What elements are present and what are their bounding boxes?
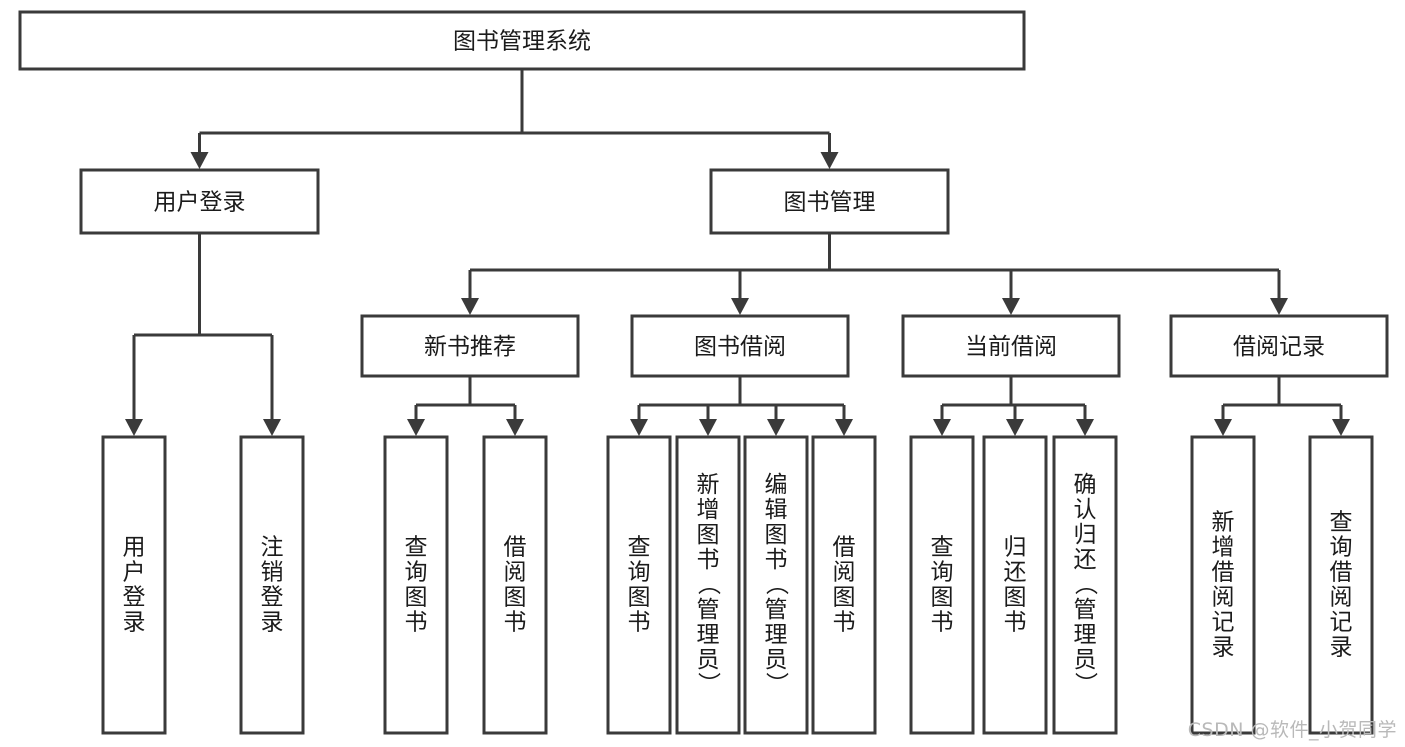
node-label: 借阅图书	[833, 535, 856, 636]
node-box	[18, 10, 1026, 71]
csdn-watermark: CSDN @软件_小贺同学	[1187, 719, 1397, 741]
node-label: 图书借阅	[694, 334, 786, 360]
node-leaf-logout[interactable]: 注销登录	[239, 435, 305, 735]
node-label: 查询图书	[628, 535, 651, 636]
arrowhead-icon	[820, 152, 839, 169]
node-records[interactable]: 借阅记录	[1169, 314, 1389, 378]
node-leaf-return-book[interactable]: 归还图书	[982, 435, 1048, 735]
node-label: 确认归还（管理员）	[1074, 472, 1099, 698]
node-root[interactable]: 图书管理系统	[18, 10, 1026, 71]
node-label: 注销登录	[261, 535, 284, 636]
node-box	[1190, 435, 1256, 735]
node-box	[743, 435, 809, 735]
node-box	[79, 168, 320, 235]
arrowhead-icon	[263, 419, 281, 436]
arrowhead-icon	[190, 152, 209, 169]
arrowhead-icon	[407, 419, 425, 436]
arrowhead-icon	[1214, 419, 1232, 436]
node-box	[239, 435, 305, 735]
node-label: 新增借阅记录	[1212, 510, 1235, 661]
node-label: 新增图书（管理员）	[697, 472, 722, 698]
node-leaf-query-book-3[interactable]: 查询图书	[909, 435, 975, 735]
node-leaf-query-book-2[interactable]: 查询图书	[606, 435, 672, 735]
node-leaf-user-login[interactable]: 用户登录	[101, 435, 167, 735]
node-box	[101, 435, 167, 735]
arrowhead-icon	[1002, 298, 1020, 315]
node-label: 用户登录	[154, 190, 246, 216]
node-box	[482, 435, 548, 735]
node-label: 图书管理系统	[453, 29, 591, 55]
node-leaf-confirm-return[interactable]: 确认归还（管理员）	[1052, 435, 1118, 735]
node-leaf-borrow-book-2[interactable]: 借阅图书	[811, 435, 877, 735]
node-leaf-borrow-book-1[interactable]: 借阅图书	[482, 435, 548, 735]
node-leaf-query-book-1[interactable]: 查询图书	[383, 435, 449, 735]
node-box	[1169, 314, 1389, 378]
arrowhead-icon	[630, 419, 648, 436]
arrowhead-icon	[1332, 419, 1350, 436]
arrowhead-icon	[699, 419, 717, 436]
node-leaf-add-book[interactable]: 新增图书（管理员）	[675, 435, 741, 735]
node-label: 编辑图书（管理员）	[765, 472, 790, 698]
node-box	[675, 435, 741, 735]
node-box	[630, 314, 850, 378]
node-box	[1308, 435, 1374, 735]
node-label: 借阅图书	[504, 535, 527, 636]
node-box	[709, 168, 950, 235]
node-box	[606, 435, 672, 735]
arrowhead-icon	[506, 419, 524, 436]
node-box	[1052, 435, 1118, 735]
node-label: 用户登录	[123, 535, 146, 636]
node-label: 当前借阅	[965, 334, 1057, 360]
node-box	[901, 314, 1121, 378]
node-bookmgmt[interactable]: 图书管理	[709, 168, 950, 235]
node-box	[909, 435, 975, 735]
node-label: 查询图书	[931, 535, 954, 636]
connector-layer	[125, 69, 1350, 436]
node-label: 新书推荐	[424, 334, 516, 360]
arrowhead-icon	[1076, 419, 1094, 436]
node-label: 查询图书	[405, 535, 428, 636]
arrowhead-icon	[767, 419, 785, 436]
arrowhead-icon	[835, 419, 853, 436]
node-borrow[interactable]: 图书借阅	[630, 314, 850, 378]
arrowhead-icon	[125, 419, 143, 436]
node-leaf-query-record[interactable]: 查询借阅记录	[1308, 435, 1374, 735]
node-layer: 图书管理系统用户登录图书管理新书推荐图书借阅当前借阅借阅记录用户登录注销登录查询…	[18, 10, 1389, 735]
arrowhead-icon	[461, 298, 479, 315]
node-leaf-add-record[interactable]: 新增借阅记录	[1190, 435, 1256, 735]
node-label: 查询借阅记录	[1330, 510, 1353, 661]
node-label: 图书管理	[784, 190, 876, 216]
node-box	[360, 314, 580, 378]
node-label: 归还图书	[1004, 535, 1027, 636]
node-current[interactable]: 当前借阅	[901, 314, 1121, 378]
node-newbook[interactable]: 新书推荐	[360, 314, 580, 378]
arrowhead-icon	[1270, 298, 1288, 315]
node-login[interactable]: 用户登录	[79, 168, 320, 235]
node-box	[982, 435, 1048, 735]
arrowhead-icon	[933, 419, 951, 436]
node-box	[811, 435, 877, 735]
arrowhead-icon	[1006, 419, 1024, 436]
arrowhead-icon	[731, 298, 749, 315]
node-leaf-edit-book[interactable]: 编辑图书（管理员）	[743, 435, 809, 735]
node-box	[383, 435, 449, 735]
node-label: 借阅记录	[1233, 334, 1325, 360]
